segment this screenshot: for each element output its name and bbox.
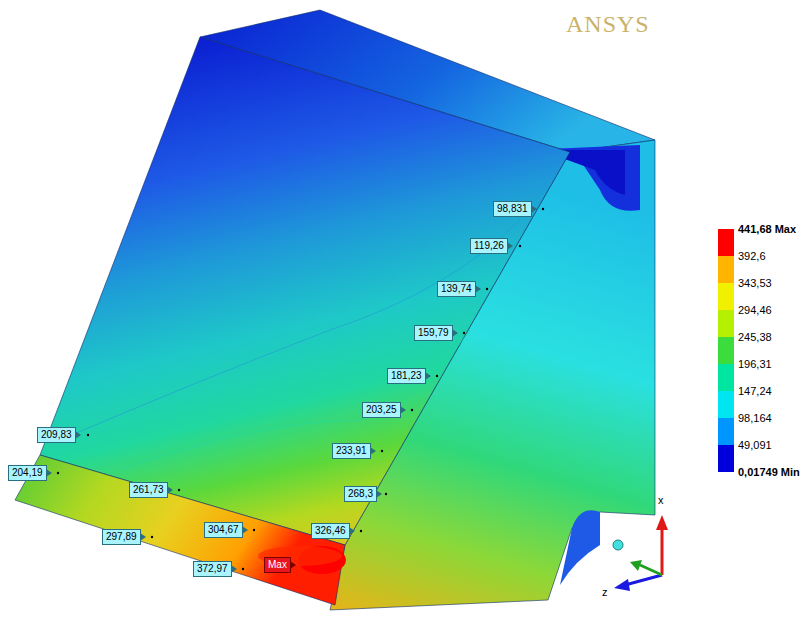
probe-callout: 98,831 (493, 201, 532, 217)
probe-value: 297,89 (106, 531, 137, 542)
probe-callout: 233,91 (332, 443, 371, 459)
probe-callout: 261,73 (129, 482, 168, 498)
probe-value: 204,19 (12, 467, 43, 478)
legend-swatch (718, 337, 734, 364)
legend-value: 392,6 (738, 250, 766, 263)
probe-value: 139,74 (441, 283, 472, 294)
probe-value: 119,26 (474, 240, 504, 251)
legend-swatch (718, 229, 734, 256)
legend-swatch (718, 418, 734, 445)
legend-value: 441,68 Max (738, 223, 796, 236)
probe-value: 159,79 (418, 327, 449, 338)
probe-callout: 304,67 (204, 522, 243, 538)
legend-value: 294,46 (738, 304, 772, 317)
probe-callout: 159,79 (414, 325, 453, 341)
probe-callout: 209,83 (37, 427, 76, 443)
probe-callout: 372,97 (193, 561, 232, 577)
software-logo: ANSYS (566, 11, 650, 38)
probe-callout: 268,3 (344, 486, 377, 502)
probe-value: 209,83 (41, 429, 72, 440)
legend-swatch (718, 364, 734, 391)
legend-swatch (718, 256, 734, 283)
probe-value: 372,97 (197, 563, 228, 574)
probe-callout: 326,46 (311, 523, 350, 539)
probe-value: 98,831 (497, 203, 528, 214)
legend-swatch (718, 391, 734, 418)
legend-swatch (718, 310, 734, 337)
legend-swatch (718, 445, 734, 472)
probe-callout: 139,74 (437, 281, 476, 297)
legend-value: 147,24 (738, 385, 772, 398)
probe-callout: 119,26 (470, 238, 508, 254)
legend-value: 343,53 (738, 277, 772, 290)
legend-value: 0,01749 Min (738, 466, 800, 478)
probe-value: 304,67 (208, 524, 239, 535)
legend-value: 196,31 (738, 358, 772, 371)
axis-label: z (602, 586, 608, 598)
legend-value: 245,38 (738, 331, 772, 344)
probe-value: 203,25 (366, 404, 397, 415)
probe-callout: 297,89 (102, 529, 141, 545)
probe-value: 181,23 (391, 370, 422, 381)
probe-value: 233,91 (336, 445, 367, 456)
axis-label: x (658, 494, 664, 506)
legend-value: 98,164 (738, 412, 772, 425)
probe-value: Max (268, 559, 287, 570)
probe-value: 268,3 (348, 488, 373, 499)
probe-value: 261,73 (133, 484, 164, 495)
probe-callout: 181,23 (387, 368, 426, 384)
probe-callout: 204,19 (8, 465, 47, 481)
max-callout: Max (264, 557, 291, 573)
legend-swatch (718, 283, 734, 310)
probe-callout: 203,25 (362, 402, 401, 418)
legend-value: 49,091 (738, 439, 772, 452)
probe-value: 326,46 (315, 525, 346, 536)
